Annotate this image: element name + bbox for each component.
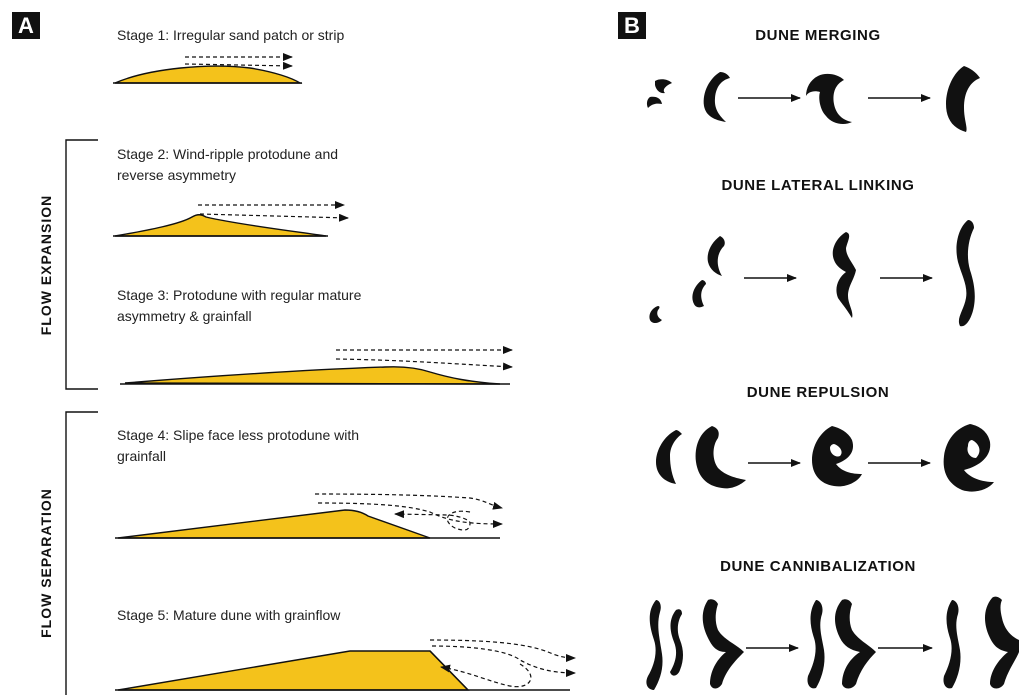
linking-dune-a [708,236,725,276]
panel-a: A Stage 1: Irregular sand patch or strip… [12,12,575,695]
flow-separation-bracket: FLOW SEPARATION [38,412,98,695]
panel-b: B DUNE MERGING DUNE LATERAL LINKING DUNE… [618,12,1019,690]
process-title-repulsion: DUNE REPULSION [747,384,890,401]
panel-b-tag: B [624,13,640,38]
stage-3-caption-line-2: asymmetry & grainfall [117,308,252,324]
flow-expansion-label: FLOW EXPANSION [38,195,54,336]
merging-dune-small-b [647,97,662,108]
stage-4-caption-line-2: grainfall [117,448,166,464]
linking-dune-b [692,280,706,307]
merging-dune-final [946,66,980,132]
cannibal-dune-2 [670,609,683,675]
cannibal-dune-1 [646,600,662,690]
stage-5-profile [115,640,575,690]
merging-dune-large [704,72,730,122]
linking-dune-joined [833,232,856,318]
repulsion-sequence [656,424,994,492]
flow-expansion-bracket: FLOW EXPANSION [38,140,98,389]
merging-dune-combined [806,74,852,124]
cannibal-dune-5 [835,599,876,688]
repulsion-dune-large [696,426,746,488]
stage-2-caption-line-2: reverse asymmetry [117,167,236,183]
stage-4-profile [115,494,502,538]
panel-a-tag: A [18,13,34,38]
repulsion-dune-small [656,430,682,484]
repulsion-dune-final [944,424,994,492]
cannibal-dune-3 [703,599,744,688]
cannibal-dune-4 [807,600,824,688]
stage-4-caption-line-1: Stage 4: Slipe face less protodune with [117,427,359,443]
lateral-linking-sequence [649,220,974,326]
linking-dune-c [649,306,662,323]
merging-dune-small-a [655,79,672,93]
flow-separation-label: FLOW SEPARATION [38,488,54,638]
stage-1-caption: Stage 1: Irregular sand patch or strip [117,27,344,43]
stage-2-caption-line-1: Stage 2: Wind-ripple protodune and [117,146,338,162]
stage-3-profile [120,350,512,384]
cannibalization-sequence [646,597,1019,690]
stage-5-caption: Stage 5: Mature dune with grainflow [117,607,341,623]
process-title-merging: DUNE MERGING [755,27,881,44]
linking-dune-final [956,220,974,326]
process-title-cannibalization: DUNE CANNIBALIZATION [720,558,916,575]
repulsion-dune-mid [812,426,862,486]
merging-sequence [647,66,980,132]
cannibal-dune-6 [943,600,960,688]
stage-1-profile [113,57,302,83]
stage-3-caption-line-1: Stage 3: Protodune with regular mature [117,287,362,303]
cannibal-dune-7 [985,597,1019,689]
process-title-lateral-linking: DUNE LATERAL LINKING [721,177,914,194]
stage-2-profile [113,205,348,236]
